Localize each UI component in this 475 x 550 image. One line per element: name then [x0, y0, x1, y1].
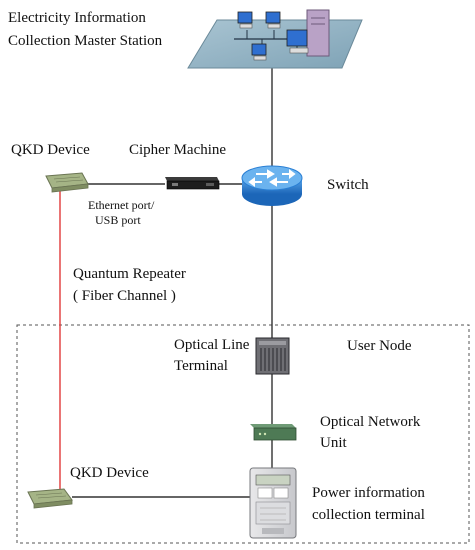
onu-label-line1: Optical Network: [320, 414, 421, 430]
master-station-label-line2: Collection Master Station: [8, 33, 163, 49]
network-links: [72, 68, 273, 498]
qkd-device-bottom-label: QKD Device: [70, 465, 149, 481]
cipher-machine-icon: [165, 177, 220, 190]
port-label-line2: USB port: [95, 213, 141, 227]
olt-label-line2: Terminal: [174, 358, 228, 374]
olt-label-line1: Optical Line: [174, 337, 250, 353]
quantum-repeater-label-line1: Quantum Repeater: [73, 266, 186, 282]
user-node-label: User Node: [347, 338, 412, 354]
server-workstation-icon: [286, 9, 330, 57]
cipher-machine-label: Cipher Machine: [129, 142, 227, 158]
onu-label-line2: Unit: [320, 435, 347, 451]
power-meter-icon: [249, 467, 297, 539]
power-terminal-label-line2: collection terminal: [312, 507, 425, 523]
workstation-icon: [265, 11, 281, 29]
user-node-boundary: [16, 324, 470, 544]
workstation-icon: [251, 43, 267, 61]
master-station-graphic: [187, 9, 363, 69]
optical-network-unit-icon: [250, 424, 297, 441]
qkd-device-bottom-icon: [27, 488, 73, 509]
qkd-device-top-icon: [45, 172, 89, 193]
master-station-label-line1: Electricity Information: [8, 10, 146, 26]
qkd-device-top-label: QKD Device: [11, 142, 90, 158]
quantum-repeater-label-line2: ( Fiber Channel ): [73, 288, 176, 304]
workstation-icon: [237, 11, 253, 29]
port-label-line1: Ethernet port/: [88, 198, 155, 212]
switch-icon: [241, 165, 303, 206]
switch-label: Switch: [327, 177, 369, 193]
optical-line-terminal-icon: [255, 337, 290, 375]
power-terminal-label-line1: Power information: [312, 485, 425, 501]
